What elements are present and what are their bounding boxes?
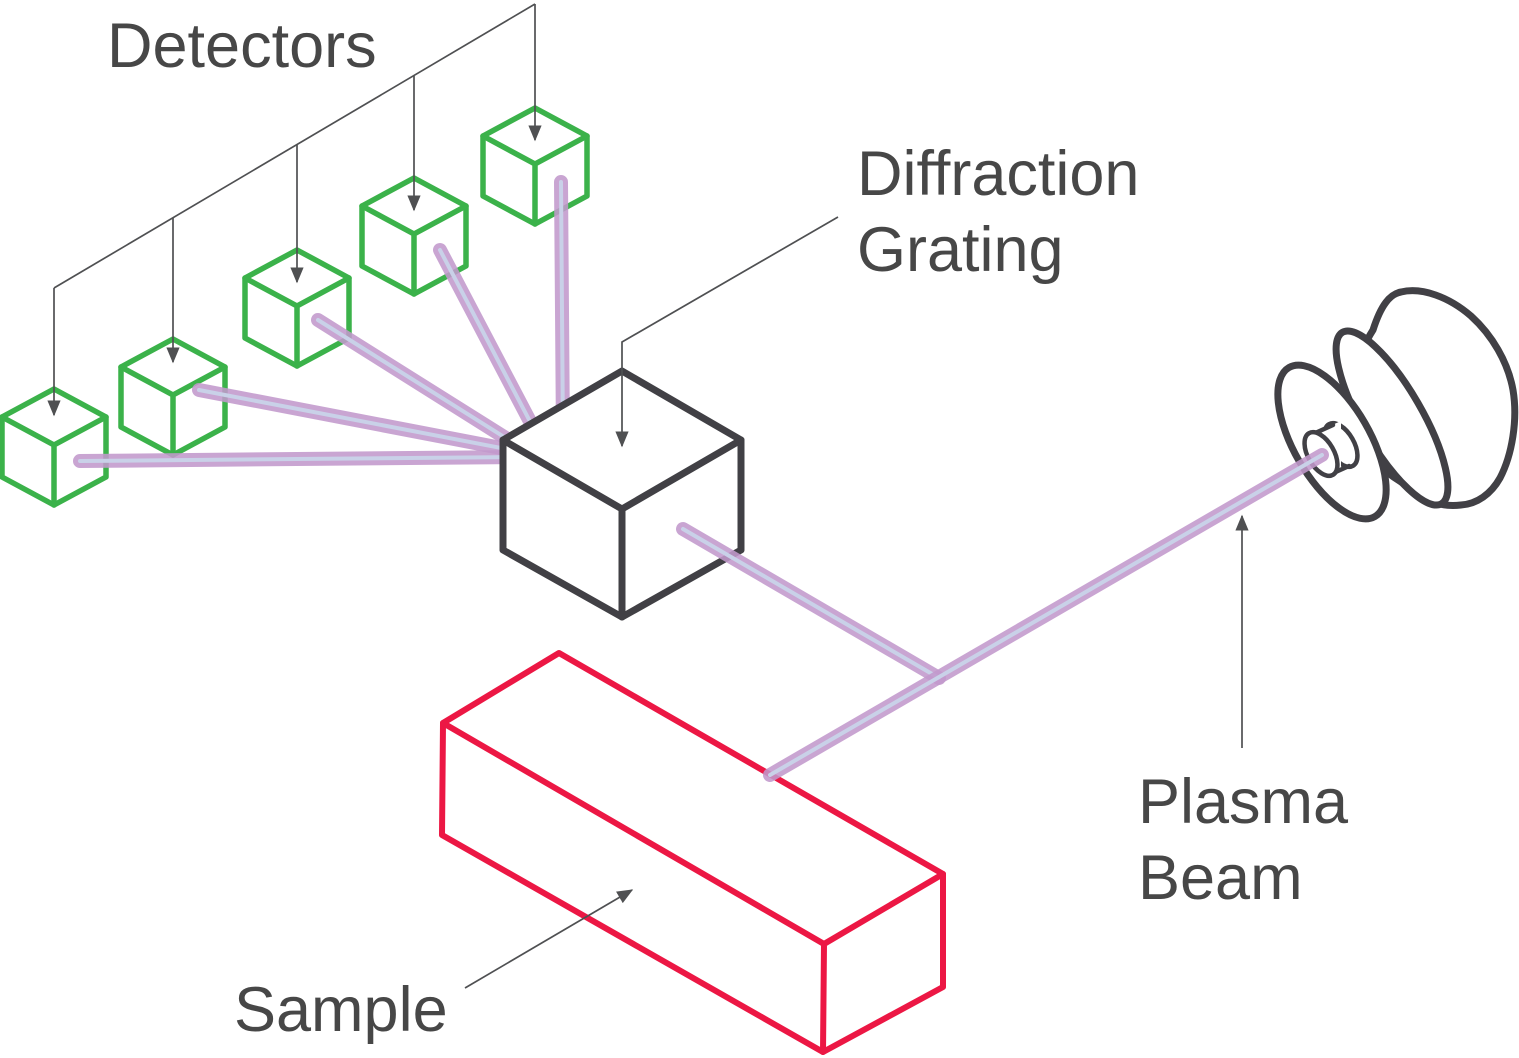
dispersed-beams [73,175,570,468]
plasma-beam-label: Plasma Beam [1138,764,1348,916]
plasma-source [1274,287,1519,523]
sample-arrow [464,889,634,989]
plasma-beam-label-line1: Plasma [1138,767,1349,837]
diffraction-grating-label-line1: Diffraction [857,139,1140,209]
diffraction-grating-label: Diffraction Grating [857,136,1139,288]
main-beams [676,448,1329,782]
detectors-label: Detectors [107,11,377,81]
diffraction-grating-cube [499,367,745,621]
diffraction-grating-label-line2: Grating [857,215,1064,285]
beam-core-4 [438,248,547,452]
beam-core-2 [197,388,524,454]
beam-core-1 [78,455,522,463]
plasma-beam-core [768,453,1324,777]
beam-core-3 [316,318,530,454]
grating-leader [615,216,839,448]
callout-leaders [464,514,1249,989]
sample-label: Sample [234,975,448,1045]
grating-arrow [615,216,839,448]
detectors-leader [47,3,542,417]
sample-box [439,650,946,1055]
beam-core-5 [559,180,565,442]
detectors-leader-diagonal [53,3,536,289]
emission-beam-core [681,527,941,680]
plasma-beam-label-line2: Beam [1138,843,1303,913]
